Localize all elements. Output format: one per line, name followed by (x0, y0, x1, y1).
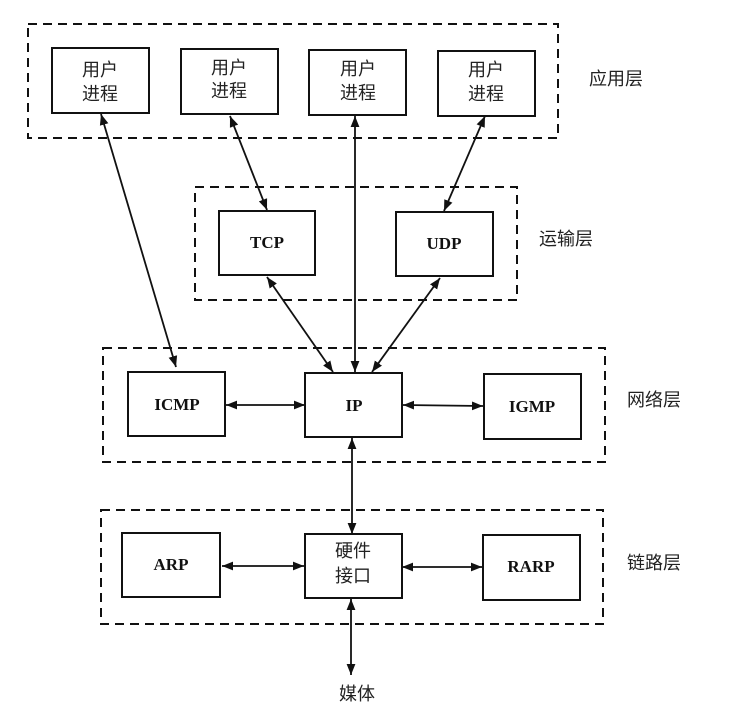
edge-user2-tcp (229, 115, 268, 211)
link-layer-label: 链路层 (627, 553, 681, 574)
node-arp: ARP (121, 532, 221, 598)
node-user-process-3-line2: 进程 (340, 83, 376, 104)
node-user-process-2-line1: 用户 (211, 58, 247, 79)
node-user-process-1: 用户 进程 (51, 47, 150, 114)
edge-user4-udp (443, 115, 486, 212)
node-icmp: ICMP (127, 371, 226, 437)
node-tcp-label: TCP (250, 233, 284, 252)
edge-tcp-ip (266, 276, 334, 373)
application-layer-boundary (27, 23, 559, 139)
application-layer-label: 应用层 (589, 69, 643, 90)
node-tcp: TCP (218, 210, 316, 276)
node-user-process-2: 用户 进程 (180, 48, 279, 115)
edge-ip-igmp (402, 400, 484, 411)
node-ip-label: IP (346, 396, 363, 415)
node-udp-label: UDP (427, 234, 462, 253)
link-layer-boundary (100, 509, 604, 625)
node-rarp-label: RARP (507, 557, 554, 576)
node-user-process-4-line1: 用户 (468, 60, 504, 81)
transport-layer-boundary (194, 186, 518, 301)
node-igmp: IGMP (483, 373, 582, 440)
node-ip: IP (304, 372, 403, 438)
network-layer-label: 网络层 (627, 390, 681, 411)
node-igmp-label: IGMP (509, 397, 555, 416)
node-user-process-4: 用户 进程 (437, 50, 536, 117)
node-user-process-2-line2: 进程 (211, 81, 247, 102)
node-hardware-interface-line1: 硬件 (335, 541, 371, 562)
node-icmp-label: ICMP (154, 395, 199, 414)
transport-layer-label: 运输层 (539, 229, 593, 250)
edge-udp-ip (371, 277, 441, 373)
node-user-process-1-line2: 进程 (82, 84, 118, 105)
node-rarp: RARP (482, 534, 581, 601)
edges (99, 113, 486, 675)
node-user-process-1-line1: 用户 (82, 60, 118, 81)
network-layer-boundary (102, 347, 606, 463)
node-hardware-interface-line2: 接口 (335, 566, 371, 587)
node-hardware-interface: 硬件 接口 (304, 533, 403, 599)
node-udp: UDP (395, 211, 494, 277)
edge-user1-icmp (99, 113, 178, 368)
media-label: 媒体 (339, 684, 375, 705)
node-user-process-3: 用户 进程 (308, 49, 407, 116)
node-arp-label: ARP (154, 555, 189, 574)
node-user-process-4-line2: 进程 (468, 84, 504, 105)
node-user-process-3-line1: 用户 (340, 59, 376, 80)
